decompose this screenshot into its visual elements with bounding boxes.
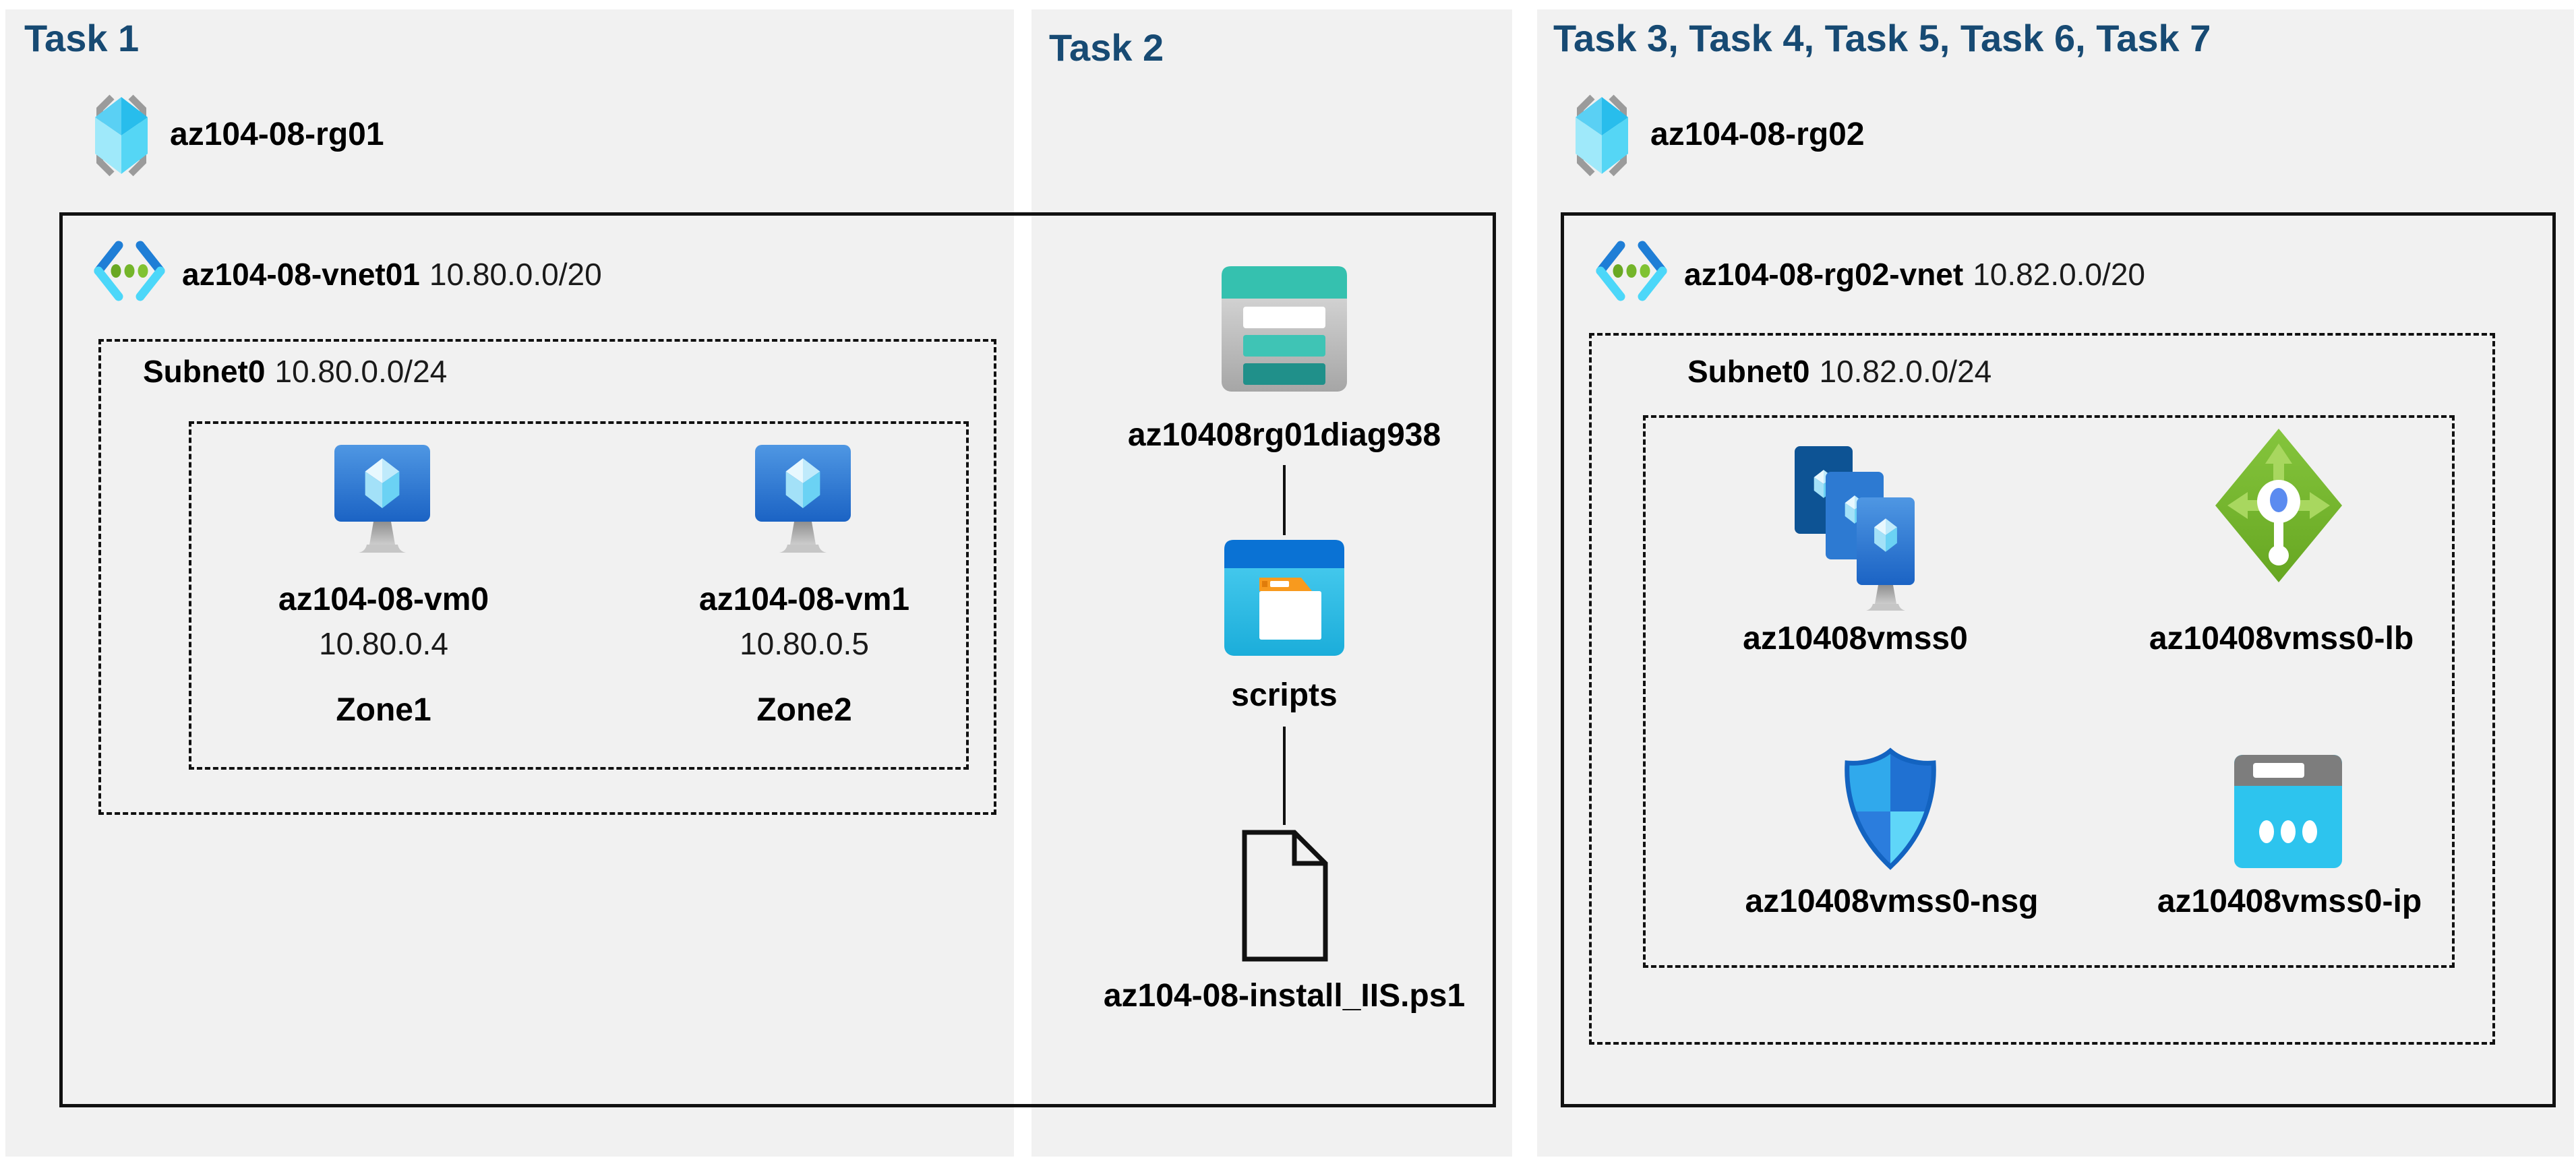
vnet2-box [1561, 212, 2556, 1107]
subnet2-label: Subnet0 10.82.0.0/24 [1687, 353, 1991, 390]
subnet2-name: Subnet0 [1687, 354, 1810, 389]
script-file-label: az104-08-install_IIS.ps1 [1103, 978, 1466, 1014]
public-ip-label: az10408vmss0-ip [2157, 884, 2422, 919]
task1-title: Task 1 [24, 17, 140, 59]
script-file-icon [1242, 830, 1328, 962]
vnet2-name: az104-08-rg02-vnet [1684, 257, 1964, 292]
vm1-ip: 10.80.0.5 [740, 626, 869, 661]
task3-title: Task 3, Task 4, Task 5, Task 6, Task 7 [1553, 17, 2211, 59]
vnet1-name: az104-08-vnet01 [182, 257, 420, 292]
subnet1-cidr: 10.80.0.0/24 [274, 354, 448, 389]
virtual-network-icon [94, 241, 165, 301]
subnet2-box [1589, 333, 2495, 1045]
subnet1-box [98, 339, 996, 815]
vnet1-box [59, 212, 1496, 1107]
rg2-label: az104-08-rg02 [1650, 117, 1865, 152]
network-security-group-icon [1845, 747, 1936, 870]
connector-line [1283, 727, 1286, 825]
load-balancer-label: az10408vmss0-lb [2149, 621, 2414, 656]
vnet1-label: az104-08-vnet01 10.80.0.0/20 [182, 256, 602, 293]
vm0-ip: 10.80.0.4 [319, 626, 448, 661]
storage-account-icon [1222, 266, 1347, 392]
vnet1-cidr: 10.80.0.0/20 [429, 257, 602, 292]
connector-line [1283, 465, 1286, 535]
virtual-machine-icon [755, 445, 851, 553]
storage-account-label: az10408rg01diag938 [1127, 417, 1441, 453]
public-ip-icon [2234, 755, 2342, 868]
vmss-group-box [1643, 415, 2455, 968]
vm-scale-set-icon [1795, 446, 1915, 611]
rg1-label: az104-08-rg01 [170, 117, 384, 152]
subnet2-cidr: 10.82.0.0/24 [1819, 354, 1992, 389]
vm1-name: az104-08-vm1 [698, 582, 910, 617]
vmss-label: az10408vmss0 [1743, 621, 1968, 656]
scripts-folder-label: scripts [1231, 677, 1338, 713]
nsg-label: az10408vmss0-nsg [1745, 884, 2039, 919]
resource-group-icon [1576, 94, 1628, 177]
vm1-zone: Zone2 [756, 692, 852, 728]
panel-task1 [5, 9, 1014, 1157]
virtual-machine-icon [334, 445, 430, 553]
virtual-network-icon [1596, 241, 1667, 301]
vnet2-label: az104-08-rg02-vnet 10.82.0.0/20 [1684, 256, 2145, 293]
vm0-name: az104-08-vm0 [278, 582, 489, 617]
scripts-folder-icon [1224, 540, 1344, 656]
subnet1-name: Subnet0 [143, 354, 266, 389]
task2-title: Task 2 [1049, 26, 1164, 69]
resource-group-icon [95, 94, 148, 177]
availability-zone-box [189, 421, 969, 770]
load-balancer-icon [2215, 429, 2342, 582]
vnet2-cidr: 10.82.0.0/20 [1973, 257, 2145, 292]
vm0-zone: Zone1 [336, 692, 431, 728]
